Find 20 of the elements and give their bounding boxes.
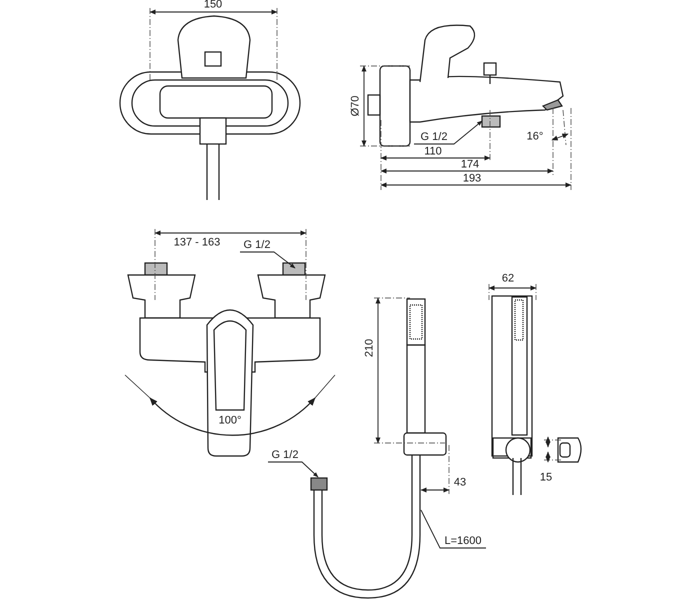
dimension-text: 15 [540,472,552,484]
callout-text: G 1/2 [240,238,274,252]
dimension-text: 174 [460,160,480,170]
leader-line [240,252,296,268]
dimension-text: 110 [424,146,442,158]
dimension-text: 150 [204,0,222,10]
dimension-text: Ø70 [350,96,362,116]
callout-text: G 1/2 [268,448,302,462]
leader-line [268,462,318,478]
dimension-text: 16° [526,132,544,142]
dimension-text: 62 [502,274,514,284]
leader-line [420,510,486,548]
dimension-text: 210 [364,338,376,358]
dimension-text: 43 [454,478,466,488]
dimension-text: 100° [218,416,242,426]
leader-line [414,120,482,144]
callout-text: L=1600 [440,534,486,548]
dimension-text: 193 [462,174,482,184]
dimension-text: 137 - 163 [174,238,220,248]
callout-text: G 1/2 [414,130,454,144]
